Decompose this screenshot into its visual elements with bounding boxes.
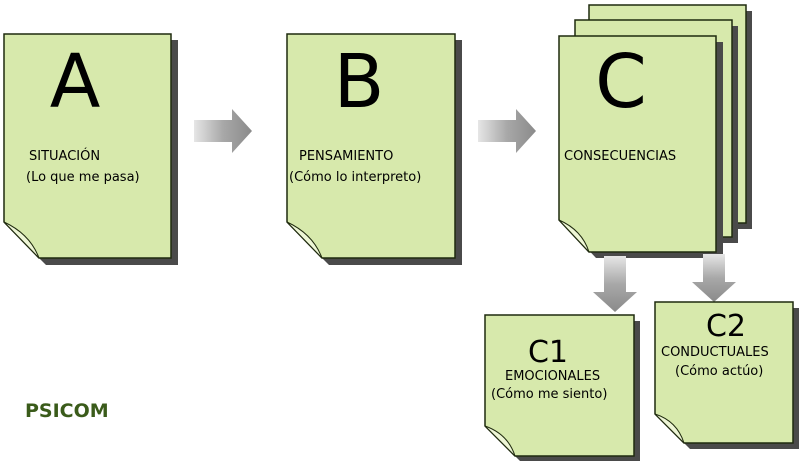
card-a-subtitle: (Lo que me pasa) <box>26 170 140 185</box>
card-c1: C1 EMOCIONALES (Cómo me siento) <box>484 314 640 461</box>
psicom-logo-text: PSICOM <box>25 400 109 422</box>
card-a-letter: A <box>50 39 101 125</box>
card-a-title: SITUACIÓN <box>29 148 100 164</box>
card-b: B PENSAMIENTO (Cómo lo interpreto) <box>286 33 462 265</box>
card-c-letter: C <box>595 39 647 125</box>
card-c1-subtitle: (Cómo me siento) <box>491 387 607 402</box>
card-c2: C2 CONDUCTUALES (Cómo actúo) <box>654 301 799 449</box>
card-c1-title: EMOCIONALES <box>505 369 600 384</box>
card-c2-title: CONDUCTUALES <box>661 345 769 360</box>
arrow-b-to-c <box>478 109 536 153</box>
card-b-subtitle: (Cómo lo interpreto) <box>289 170 421 185</box>
card-b-letter: B <box>334 39 385 125</box>
card-c1-letter: C1 <box>528 335 568 370</box>
arrow-c-to-c1 <box>593 256 637 312</box>
card-c-stack: C CONSECUENCIAS <box>558 4 752 258</box>
arrow-c-to-c2 <box>692 254 736 302</box>
arrow-a-to-b <box>194 109 252 153</box>
card-a: A SITUACIÓN (Lo que me pasa) <box>3 33 178 265</box>
card-c-title: CONSECUENCIAS <box>564 149 676 164</box>
card-b-title: PENSAMIENTO <box>299 149 393 164</box>
card-c2-subtitle: (Cómo actúo) <box>675 364 763 379</box>
card-c2-letter: C2 <box>706 309 746 344</box>
